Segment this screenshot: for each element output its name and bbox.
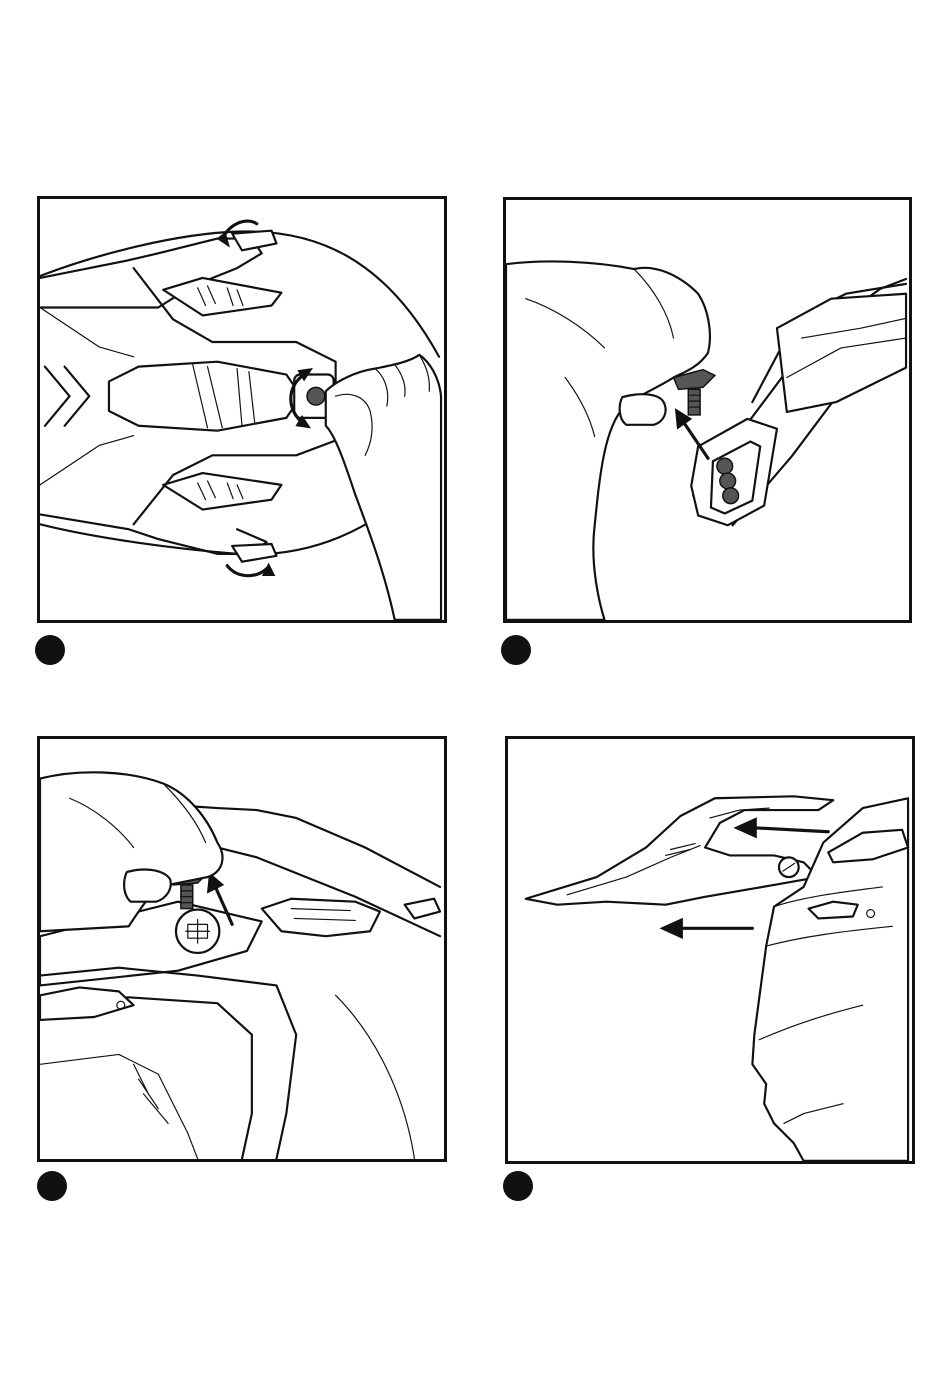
step-1-panel (37, 196, 447, 623)
step-1-illustration (40, 199, 444, 620)
step-3-panel (37, 736, 447, 1162)
step-4-illustration (508, 739, 912, 1161)
step-2-illustration (506, 200, 909, 620)
step-2-marker (501, 635, 531, 665)
step-3-illustration (40, 739, 444, 1159)
step-2-panel (503, 197, 912, 623)
step-4-marker (503, 1171, 533, 1201)
step-4-panel (505, 736, 915, 1164)
step-1-marker (35, 635, 65, 665)
step-3-marker (37, 1171, 67, 1201)
